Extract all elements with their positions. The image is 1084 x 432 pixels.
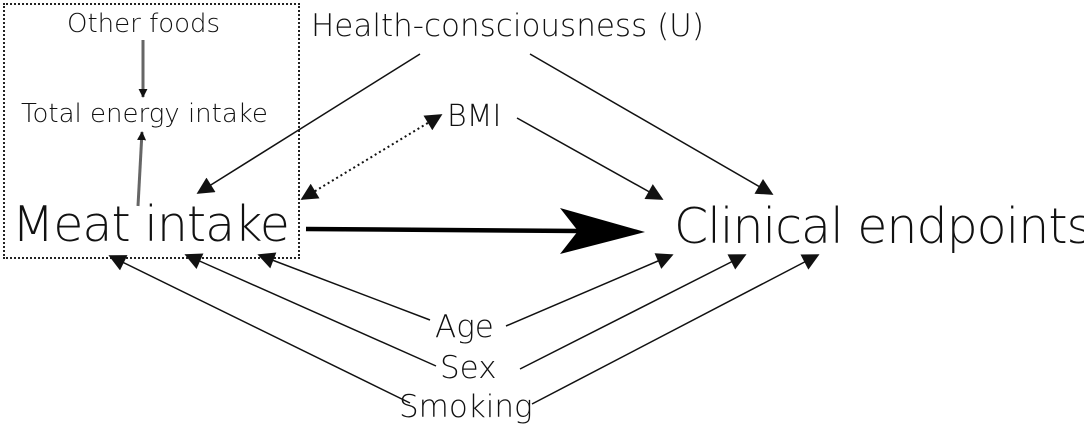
node-health-consciousness: Health-consciousness (U) <box>311 8 704 44</box>
arrow-sex-to-clinical <box>519 254 747 370</box>
arrow-meat-to-clinical <box>305 226 581 234</box>
arrow-age-to-meat <box>257 252 431 321</box>
node-total-energy-intake: Total energy intake <box>21 99 268 129</box>
arrow-health-to-clinical <box>529 53 774 195</box>
arrow-smoking-to-meat <box>108 255 411 404</box>
node-smoking: Smoking <box>399 389 533 425</box>
dietary-adjustment-box <box>3 3 300 259</box>
node-age: Age <box>435 309 494 345</box>
node-bmi: BMI <box>447 99 502 134</box>
arrow-meat-bmi-bidirectional <box>300 114 443 200</box>
arrow-bmi-to-clinical <box>516 117 664 200</box>
arrow-sex-to-meat <box>184 253 437 367</box>
arrow-meat-to-clinical-head <box>560 208 645 254</box>
node-meat-intake: Meat intake <box>12 196 290 253</box>
node-other-foods: Other foods <box>67 9 221 39</box>
node-sex: Sex <box>440 350 497 386</box>
node-clinical-endpoints: Clinical endpoints <box>674 198 1084 255</box>
arrow-meat-to-energy <box>136 131 147 207</box>
arrow-smoking-to-clinical <box>531 254 820 405</box>
arrow-age-to-clinical <box>505 253 674 327</box>
